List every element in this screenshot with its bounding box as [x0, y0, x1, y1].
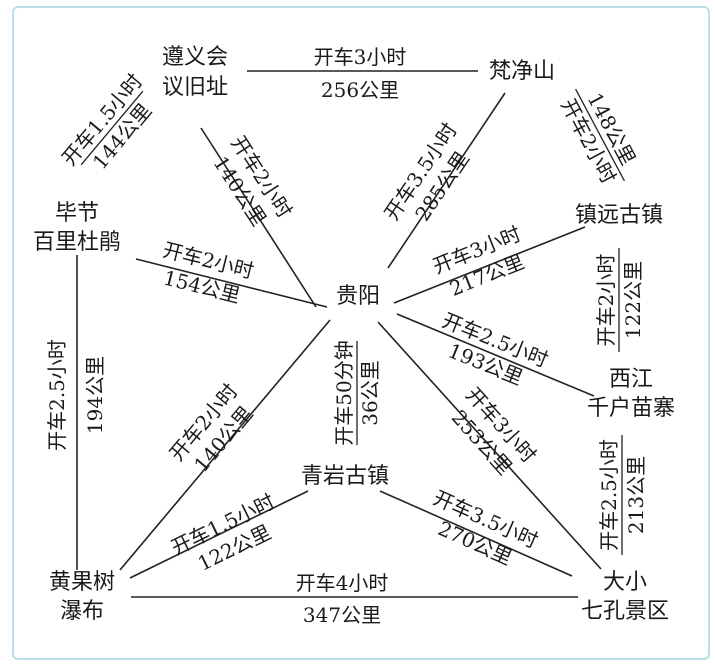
node-huangguoshu-line-2: 瀑布: [60, 599, 104, 624]
node-fanjingshan: 梵净山: [489, 59, 555, 84]
route-zhenyuan-xijiang: 开车2小时 122公里: [594, 248, 645, 352]
node-zhenyuan: 镇远古镇: [575, 203, 663, 228]
node-zunyi: 遵义会 议旧址: [162, 45, 228, 100]
route-fanjingshan-zhenyuan-rule: [575, 88, 625, 182]
route-zunyi-bijie-rule: [80, 90, 144, 166]
road-guiyang-huangguoshu: [119, 319, 331, 571]
route-zhenyuan-guiyang: 开车3小时 217公里: [429, 222, 527, 301]
route-huangguoshu-xiaoqikong: 开车4小时 347公里: [296, 571, 389, 627]
diagram-frame: [12, 6, 710, 660]
node-xiaoqikong: 大小 七孔景区: [581, 570, 669, 624]
route-bijie-guiyang: 开车2小时 154公里: [160, 238, 256, 308]
route-zunyi-fanjingshan: 开车3小时 256公里: [314, 45, 407, 102]
road-lines: [76, 70, 602, 598]
route-qingyan-huangguoshu: 开车1.5小时 122公里: [167, 489, 278, 576]
node-xijiang-line-1: 西江: [609, 367, 653, 392]
route-fanjingshan-zhenyuan: 开车2小时 148公里: [556, 88, 640, 188]
node-zhenyuan-line-1: 镇远古镇: [575, 203, 663, 228]
route-guiyang-xiaoqikong: 开车3小时 253公里: [447, 382, 541, 479]
node-qingyan-line-1: 青岩古镇: [301, 464, 389, 489]
route-guiyang-huangguoshu: 开车2小时 140公里: [165, 379, 258, 477]
node-xiaoqikong-line-1: 大小: [603, 570, 647, 595]
node-huangguoshu: 黄果树 瀑布: [49, 570, 115, 624]
node-xijiang-line-2: 千户苗寨: [587, 396, 675, 421]
road-bijie-guiyang: [135, 258, 328, 308]
route-huangguoshu-xiaoqikong-drive: 开车4小时: [296, 571, 389, 595]
node-bijie: 毕节 百里杜鹃: [33, 201, 121, 255]
route-zhenyuan-xijiang-distance: 122公里: [621, 261, 645, 339]
route-huangguoshu-xiaoqikong-distance: 347公里: [303, 603, 381, 627]
road-qingyan-xiaoqikong: [379, 490, 573, 577]
route-guiyang-qingyan-drive: 开车50分钟: [332, 340, 356, 445]
route-zunyi-guiyang: 开车2小时 140公里: [208, 131, 296, 230]
node-guiyang-line-1: 贵阳: [336, 284, 380, 309]
route-bijie-huangguoshu: 开车2.5小时 194公里: [45, 339, 107, 451]
route-xijiang-xiaoqikong-drive: 开车2.5小时: [597, 439, 621, 551]
node-zunyi-line-2: 议旧址: [162, 75, 228, 100]
route-bijie-huangguoshu-distance: 194公里: [83, 356, 107, 434]
route-bijie-huangguoshu-drive: 开车2.5小时: [45, 339, 69, 451]
place-labels: 遵义会 议旧址 梵净山 毕节 百里杜鹃 镇远古镇 贵阳 西江 千户苗寨 青岩古镇…: [33, 45, 675, 624]
route-zunyi-fanjingshan-distance: 256公里: [321, 78, 399, 102]
road-qingyan-huangguoshu: [129, 490, 309, 579]
node-qingyan: 青岩古镇: [301, 464, 389, 489]
node-huangguoshu-line-1: 黄果树: [49, 570, 115, 595]
route-xijiang-xiaoqikong: 开车2.5小时 213公里: [597, 435, 648, 555]
road-guiyang-xijiang: [396, 313, 595, 397]
road-fanjingshan-guiyang: [387, 92, 506, 269]
route-zhenyuan-xijiang-drive: 开车2小时: [594, 254, 618, 347]
route-xijiang-xiaoqikong-distance: 213公里: [624, 456, 648, 534]
node-zunyi-line-1: 遵义会: [162, 45, 228, 70]
node-guiyang: 贵阳: [336, 284, 380, 309]
route-zunyi-fanjingshan-drive: 开车3小时: [314, 45, 407, 69]
node-bijie-line-2: 百里杜鹃: [33, 230, 121, 255]
road-guiyang-xiaoqikong: [377, 321, 602, 570]
node-xiaoqikong-line-2: 七孔景区: [581, 599, 669, 624]
route-guiyang-qingyan-distance: 36公里: [358, 360, 382, 425]
route-labels: 开车3小时 256公里 开车1.5小时 144公里 开车2小时 148公里 开车…: [45, 45, 648, 627]
road-zhenyuan-guiyang: [393, 226, 586, 304]
route-guiyang-qingyan: 开车50分钟 36公里: [332, 340, 382, 445]
node-fanjingshan-line-1: 梵净山: [489, 59, 555, 84]
route-zunyi-bijie: 开车1.5小时 144公里: [57, 69, 156, 174]
road-zunyi-guiyang: [200, 127, 317, 308]
node-xijiang: 西江 千户苗寨: [587, 367, 675, 421]
route-qingyan-xiaoqikong: 开车3.5小时 270公里: [430, 486, 542, 570]
node-bijie-line-1: 毕节: [55, 201, 99, 226]
route-fanjingshan-guiyang: 开车3.5小时 285公里: [379, 119, 474, 226]
